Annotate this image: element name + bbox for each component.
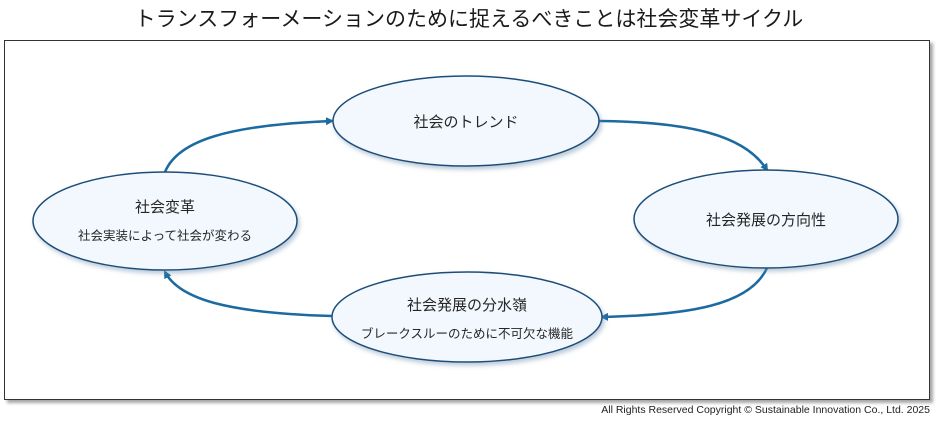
- node-watershed: 社会発展の分水嶺 ブレークスルーのために不可欠な機能: [337, 294, 597, 342]
- arrow-watershed-to-change: [163, 270, 333, 318]
- node-watershed-subtitle: ブレークスルーのために不可欠な機能: [360, 326, 574, 341]
- node-trend-ellipse: [332, 75, 600, 167]
- node-change-subtitle: 社会実装によって社会が変わる: [77, 228, 252, 243]
- node-change: 社会変革 社会実装によって社会が変わる: [35, 196, 295, 244]
- arrow-trend-to-direction: [598, 119, 769, 172]
- arrow-change-to-trend: [163, 117, 334, 173]
- copyright-footer: All Rights Reserved Copyright © Sustaina…: [601, 404, 930, 416]
- node-trend-title: 社会のトレンド: [413, 113, 519, 131]
- node-watershed-ellipse: [331, 271, 603, 363]
- node-direction-ellipse: [633, 169, 899, 269]
- arrow-direction-to-watershed: [600, 267, 769, 321]
- node-change-ellipse: [32, 171, 298, 271]
- diagram-title: トランスフォーメーションのために捉えるべきことは社会変革サイクル: [134, 7, 804, 31]
- node-change-title: 社会変革: [134, 198, 195, 216]
- node-direction: 社会発展の方向性: [666, 209, 866, 230]
- node-watershed-title: 社会発展の分水嶺: [406, 296, 527, 314]
- node-trend: 社会のトレンド: [366, 111, 566, 132]
- node-direction-title: 社会発展の方向性: [705, 211, 826, 229]
